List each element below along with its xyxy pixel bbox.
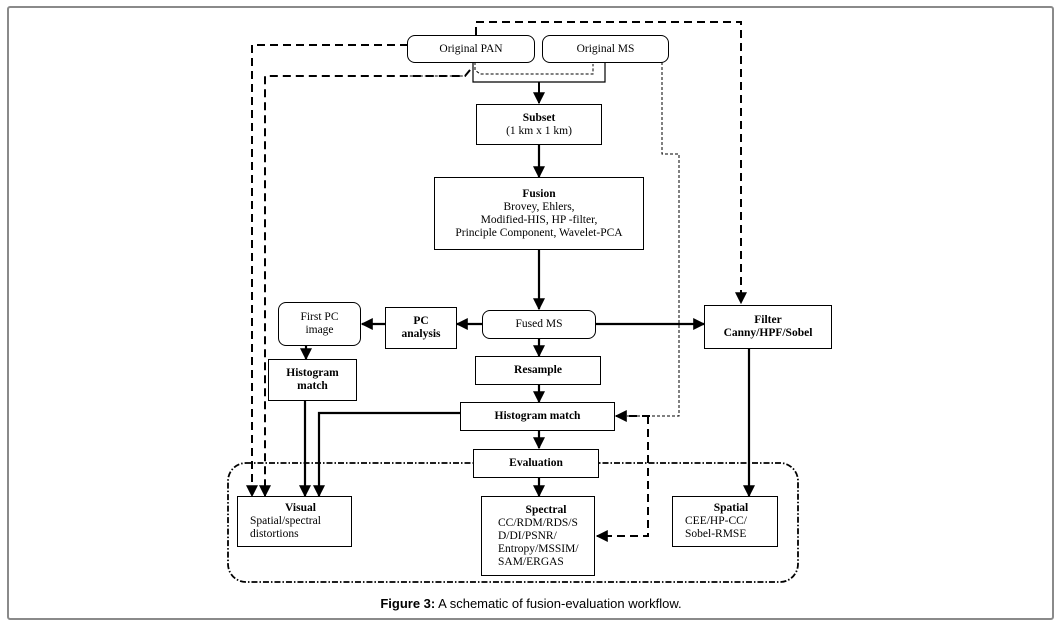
node-pc-analysis-line: PC bbox=[413, 315, 429, 327]
node-original-pan: Original PAN bbox=[407, 35, 535, 63]
node-visual: Visual Spatial/spectral distortions bbox=[237, 496, 352, 547]
connector-pan-to-filter bbox=[475, 21, 747, 305]
node-spatial-title: Spatial bbox=[713, 502, 749, 514]
node-fusion-title: Fusion bbox=[522, 187, 556, 200]
node-pc-analysis: PC analysis bbox=[385, 307, 457, 349]
figure-caption-label: Figure 3: bbox=[380, 596, 436, 611]
connector-originals-to-visual-inner-thin bbox=[405, 69, 471, 77]
node-histogram-match-left: Histogram match bbox=[268, 359, 357, 401]
node-original-ms: Original MS bbox=[542, 35, 669, 63]
node-spectral-line: CC/RDM/RDS/S bbox=[498, 516, 578, 529]
connector-originals-to-visual-inner bbox=[259, 69, 471, 498]
node-histogram-match-center-title: Histogram match bbox=[494, 410, 581, 422]
node-visual-title: Visual bbox=[285, 502, 316, 514]
node-histogram-match-left-line: match bbox=[297, 380, 328, 392]
node-spectral-title: Spectral bbox=[525, 503, 567, 516]
node-spatial-line: CEE/HP-CC/ bbox=[685, 515, 747, 527]
node-histogram-match-center: Histogram match bbox=[460, 402, 615, 431]
node-spatial-line: Sobel-RMSE bbox=[685, 528, 747, 540]
node-spectral-line: SAM/ERGAS bbox=[498, 555, 564, 568]
node-resample: Resample bbox=[475, 356, 601, 385]
figure-frame bbox=[7, 6, 1054, 620]
node-spectral-line: Entropy/MSSIM/ bbox=[498, 542, 579, 555]
node-fusion-line: Modified-HIS, HP -filter, bbox=[480, 213, 598, 226]
node-original-pan-label: Original PAN bbox=[439, 42, 503, 55]
node-fused-ms-label: Fused MS bbox=[515, 318, 563, 330]
node-filter: Filter Canny/HPF/Sobel bbox=[704, 305, 832, 349]
node-spectral: Spectral CC/RDM/RDS/S D/DI/PSNR/ Entropy… bbox=[481, 496, 595, 576]
node-spectral-line: D/DI/PSNR/ bbox=[498, 529, 557, 542]
figure-caption: Figure 3: A schematic of fusion-evaluati… bbox=[0, 596, 1062, 611]
connector-pan-to-visual-outer bbox=[246, 44, 408, 498]
node-evaluation-title: Evaluation bbox=[509, 457, 563, 469]
node-visual-line: distortions bbox=[250, 528, 299, 540]
node-evaluation: Evaluation bbox=[473, 449, 599, 478]
connector-originals-merge bbox=[472, 62, 606, 83]
figure-caption-text: A schematic of fusion-evaluation workflo… bbox=[435, 596, 682, 611]
connector-originals-dotted bbox=[474, 62, 594, 75]
node-subset: Subset (1 km x 1 km) bbox=[476, 104, 602, 145]
node-subset-title: Subset bbox=[522, 111, 556, 124]
node-fused-ms: Fused MS bbox=[482, 310, 596, 339]
node-subset-line: (1 km x 1 km) bbox=[506, 124, 572, 137]
node-first-pc-image-line: image bbox=[305, 324, 334, 336]
node-filter-title: Filter bbox=[754, 314, 782, 326]
node-filter-subtitle: Canny/HPF/Sobel bbox=[723, 327, 813, 339]
node-original-ms-label: Original MS bbox=[576, 42, 635, 55]
node-fusion-line: Brovey, Ehlers, bbox=[503, 200, 575, 213]
node-visual-line: Spatial/spectral bbox=[250, 515, 321, 527]
node-fusion: Fusion Brovey, Ehlers, Modified-HIS, HP … bbox=[434, 177, 644, 250]
node-first-pc-image-line: First PC bbox=[300, 311, 339, 323]
node-spatial: Spatial CEE/HP-CC/ Sobel-RMSE bbox=[672, 496, 778, 547]
connector-ms-to-histogram-match bbox=[616, 62, 680, 417]
node-pc-analysis-line: analysis bbox=[401, 328, 441, 340]
node-fusion-line: Principle Component, Wavelet-PCA bbox=[455, 226, 623, 239]
node-first-pc-image: First PC image bbox=[278, 302, 361, 346]
arrow-histcenter-to-visual bbox=[313, 411, 461, 498]
node-histogram-match-left-line: Histogram bbox=[286, 367, 339, 379]
node-resample-title: Resample bbox=[514, 364, 562, 376]
connector-to-spectral-dashed bbox=[595, 416, 649, 542]
